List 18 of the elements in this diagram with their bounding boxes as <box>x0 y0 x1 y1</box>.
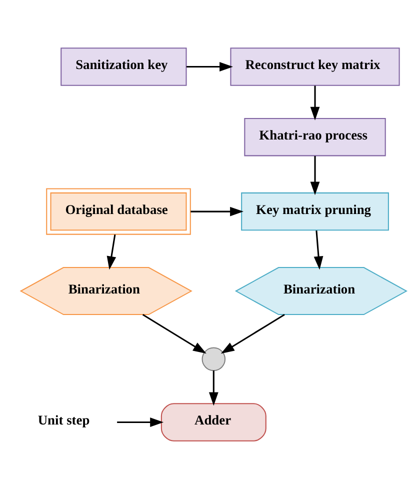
arrow <box>142 313 206 354</box>
node-box: Original database <box>46 188 191 234</box>
arrow <box>186 62 233 71</box>
arrow <box>314 230 324 270</box>
arrow <box>208 370 218 406</box>
arrow <box>117 417 164 426</box>
arrow <box>220 313 285 354</box>
arrow <box>310 156 320 195</box>
arrow <box>190 206 244 216</box>
node-box: Sanitization key <box>60 47 187 86</box>
node-box: Reconstruct key matrix <box>230 47 400 86</box>
node-box: Khatri-rao process <box>244 117 386 156</box>
arrow <box>310 85 320 120</box>
node-text: Unit step <box>38 412 90 428</box>
node-box: Key matrix pruning <box>241 192 389 230</box>
node-circle <box>202 346 226 371</box>
node-box: Adder <box>160 402 266 441</box>
arrow <box>106 234 116 270</box>
